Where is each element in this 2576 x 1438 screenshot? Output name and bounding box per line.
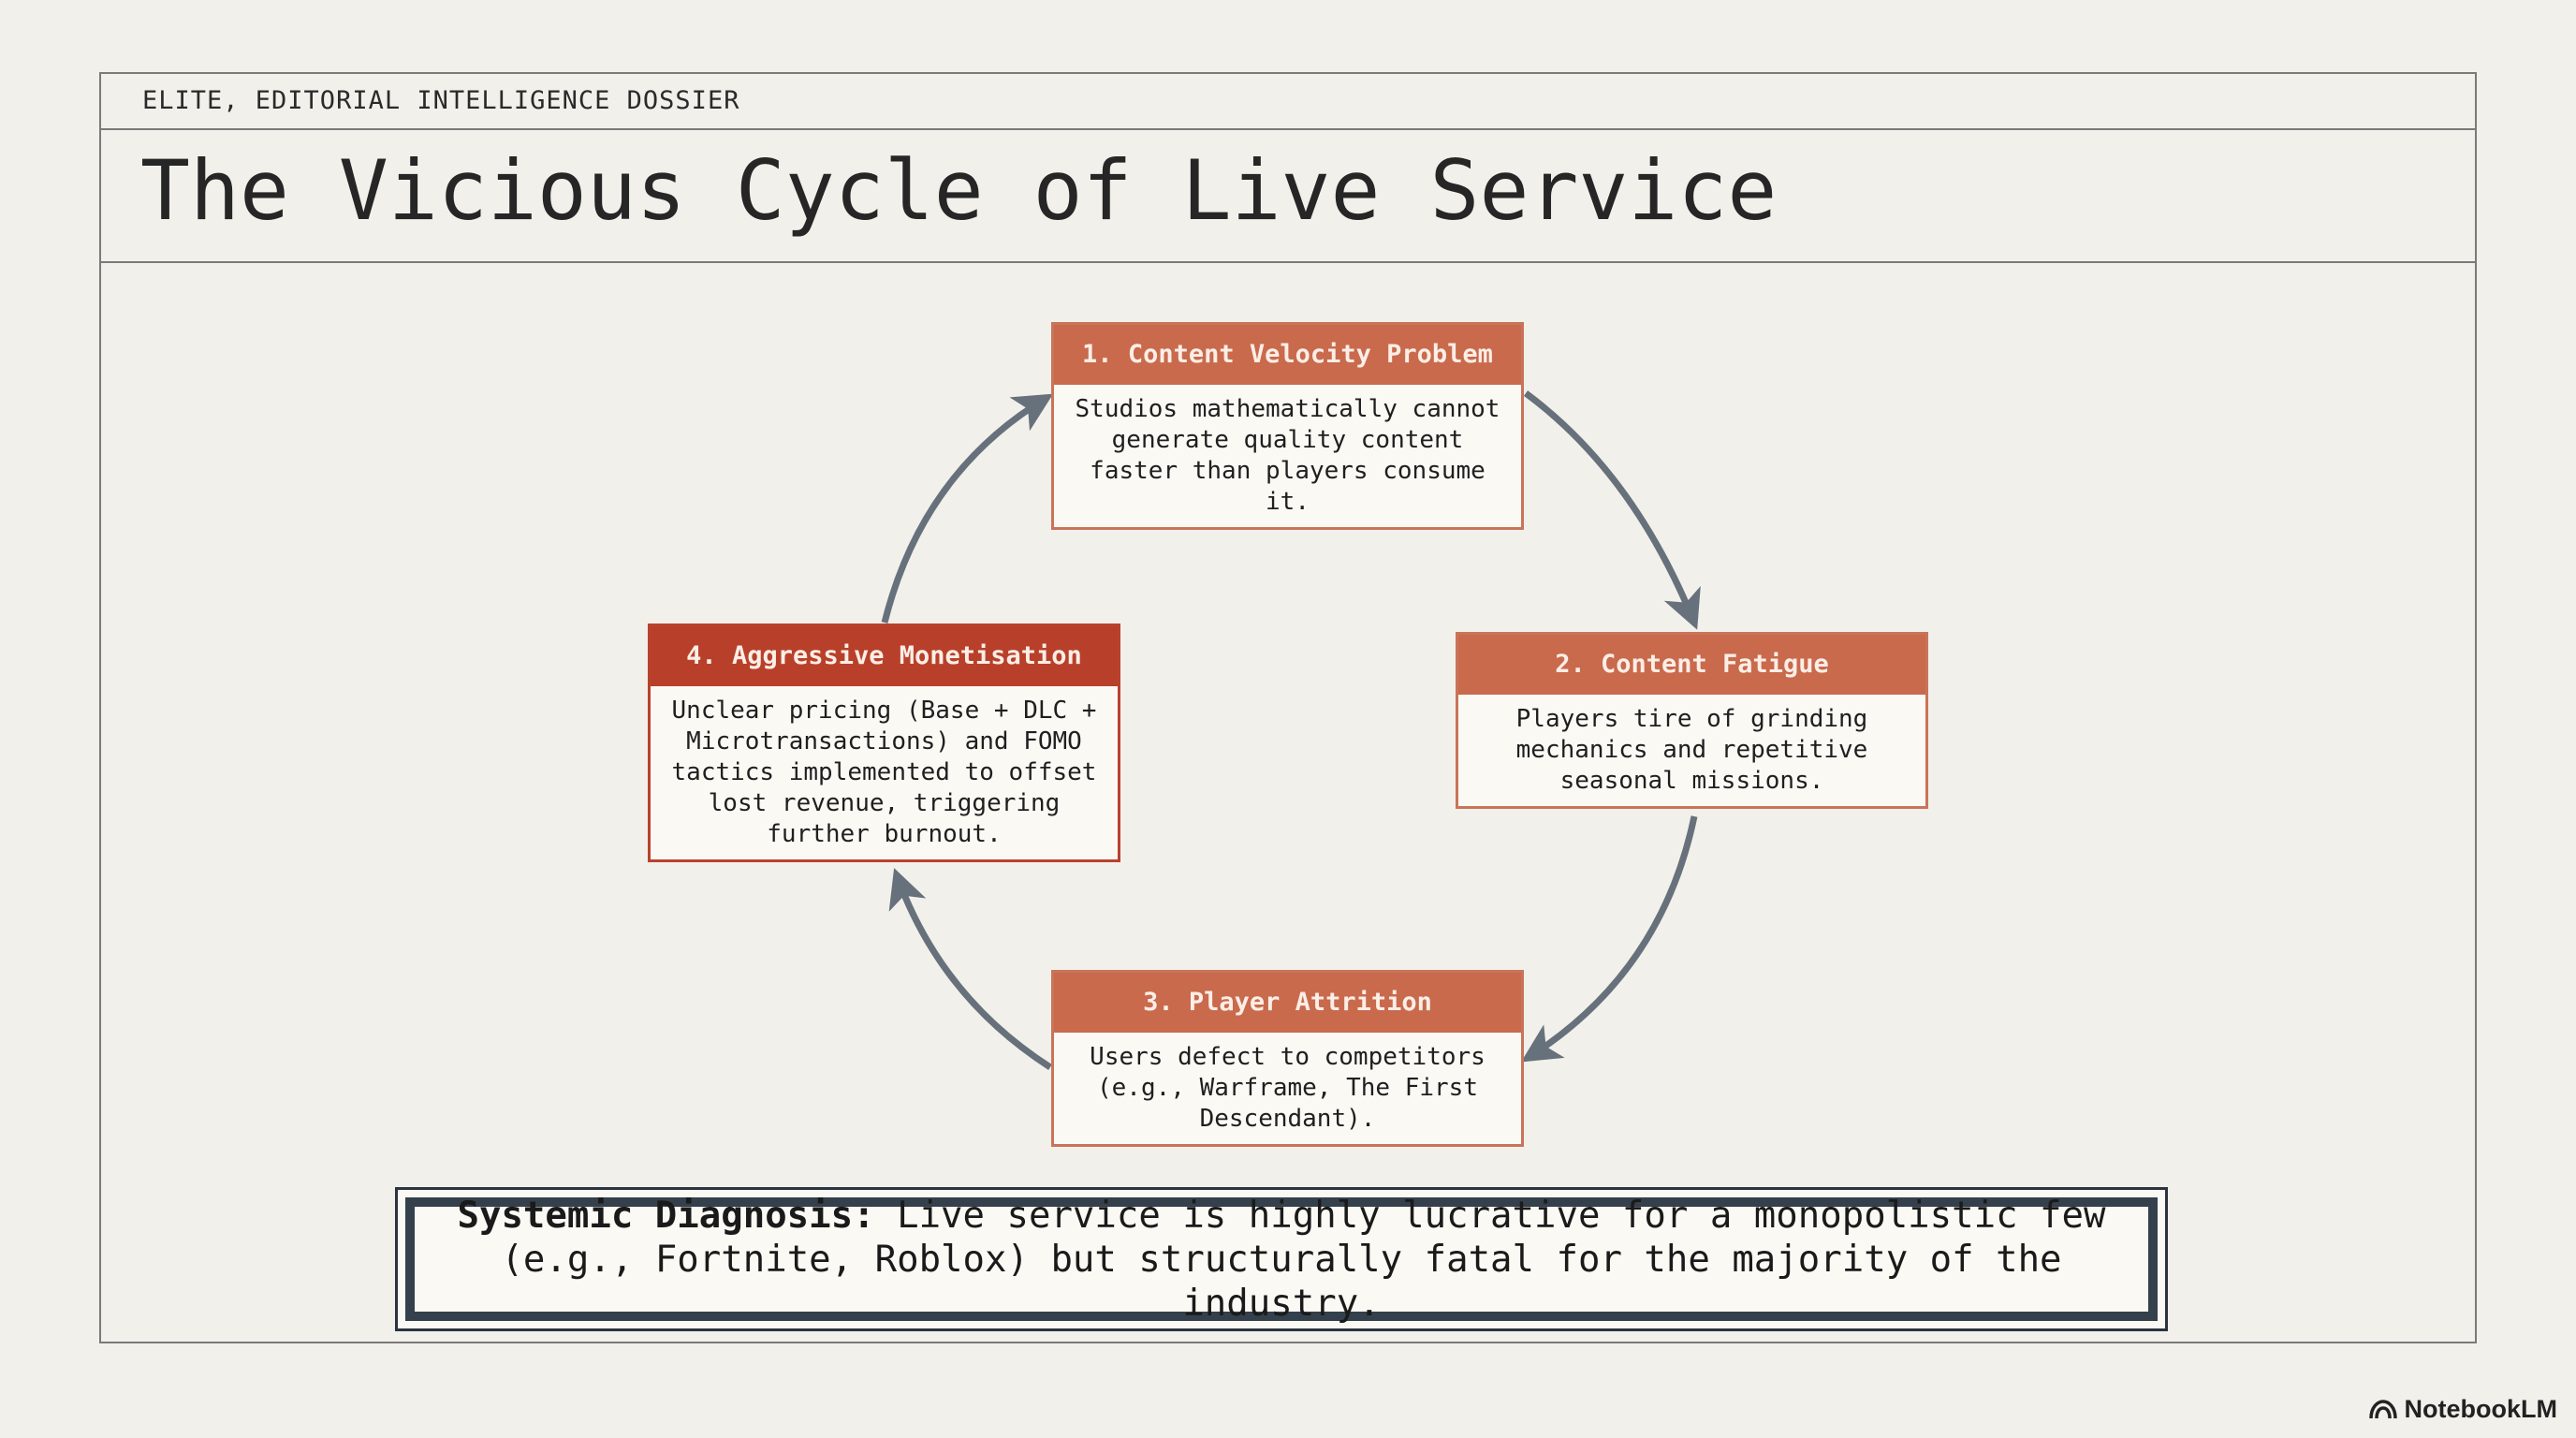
brand-watermark: NotebookLM [2368, 1395, 2557, 1424]
diagnosis-label: Systemic Diagnosis: [457, 1194, 875, 1237]
page-title: The Vicious Cycle of Live Service [140, 142, 1778, 239]
arrow-1-to-2 [1523, 390, 1701, 630]
step-description: Unclear pricing (Base + DLC + Microtrans… [671, 697, 1097, 848]
cycle-step-aggressive-monetisation: 4. Aggressive Monetisation Unclear prici… [648, 624, 1120, 862]
cycle-step-player-attrition: 3. Player Attrition Users defect to comp… [1051, 970, 1524, 1147]
cycle-step-content-fatigue: 2. Content Fatigue Players tire of grind… [1456, 632, 1928, 809]
cycle-step-content-velocity: 1. Content Velocity Problem Studios math… [1051, 322, 1524, 530]
diagnosis-callout: Systemic Diagnosis: Live service is high… [395, 1187, 2168, 1331]
diagnosis-body: Live service is highly lucrative for a m… [501, 1194, 2106, 1325]
dossier-frame [99, 72, 2477, 1343]
notebooklm-logo-icon [2368, 1399, 2397, 1418]
step-description: Users defect to competitors (e.g., Warfr… [1090, 1043, 1486, 1133]
arrow-3-to-4 [888, 868, 1052, 1070]
brand-name: NotebookLM [2404, 1395, 2557, 1423]
step-heading: 3. Player Attrition [1054, 973, 1521, 1033]
diagnosis-inner-border: Systemic Diagnosis: Live service is high… [405, 1195, 2158, 1325]
arrow-2-to-3 [1520, 815, 1698, 1063]
step-heading: 1. Content Velocity Problem [1054, 325, 1521, 385]
eyebrow-bar [99, 72, 2477, 130]
arrow-4-to-1 [881, 393, 1054, 624]
title-bar [99, 130, 2477, 263]
step-heading: 2. Content Fatigue [1458, 635, 1925, 695]
diagnosis-text: Systemic Diagnosis: Live service is high… [433, 1194, 2130, 1326]
eyebrow-label: ELITE, EDITORIAL INTELLIGENCE DOSSIER [142, 86, 740, 115]
step-description: Studios mathematically cannot generate q… [1075, 395, 1500, 516]
step-description: Players tire of grinding mechanics and r… [1515, 705, 1868, 795]
step-heading: 4. Aggressive Monetisation [651, 626, 1118, 686]
